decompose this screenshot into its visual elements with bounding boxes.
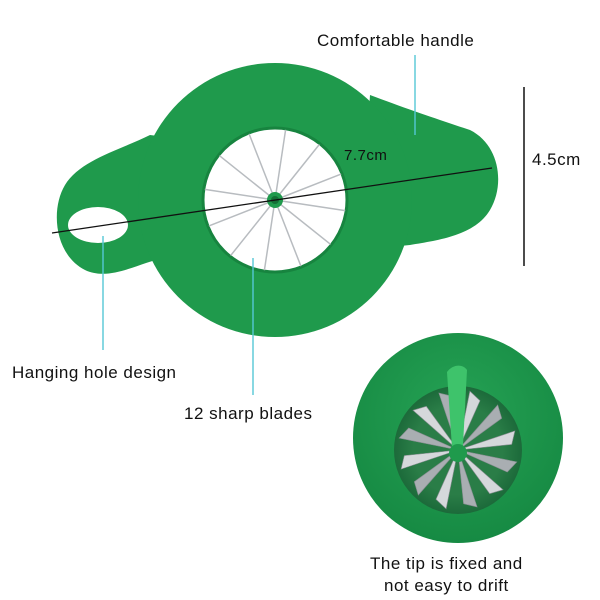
blade xyxy=(248,133,276,201)
side-view-blade xyxy=(435,449,459,510)
side-view-blade xyxy=(457,404,503,451)
blade-set xyxy=(204,129,346,271)
side-view-blade xyxy=(412,405,459,451)
blade xyxy=(219,155,276,201)
hole-annotation: Hanging hole design xyxy=(12,363,177,382)
blade xyxy=(208,199,276,227)
hanging-hole xyxy=(68,207,128,243)
slicer-side-view xyxy=(353,333,563,543)
side-view-blade xyxy=(413,449,459,496)
tip-annotation-line-2: not easy to drift xyxy=(383,576,509,595)
blade xyxy=(263,199,276,271)
side-view-blade xyxy=(457,449,504,495)
blade xyxy=(274,199,346,212)
blade xyxy=(204,188,276,201)
tip-annotation-line-1: The tip is fixed and xyxy=(370,554,523,573)
fixed-tip-base xyxy=(449,444,467,462)
blade xyxy=(274,199,331,245)
height-annotation: 4.5cm xyxy=(532,150,581,169)
fixed-tip xyxy=(447,365,467,458)
side-view-blade xyxy=(457,449,518,473)
blade xyxy=(274,199,302,267)
side-view-blade xyxy=(400,449,459,470)
blade xyxy=(274,173,342,201)
side-view-blade xyxy=(457,449,478,508)
tip-annotation: The tip is fixed and not easy to drift xyxy=(370,553,523,597)
blades-annotation: 12 sharp blades xyxy=(184,404,313,423)
blade xyxy=(274,144,320,201)
side-view-blade-set xyxy=(398,390,518,510)
width-annotation: 7.7cm xyxy=(344,147,388,164)
blade xyxy=(230,199,276,256)
side-view-blade xyxy=(398,427,459,451)
blade xyxy=(274,129,287,201)
side-view-blade xyxy=(457,430,516,451)
width-measure-line xyxy=(51,167,493,234)
handle-annotation: Comfortable handle xyxy=(317,31,475,50)
